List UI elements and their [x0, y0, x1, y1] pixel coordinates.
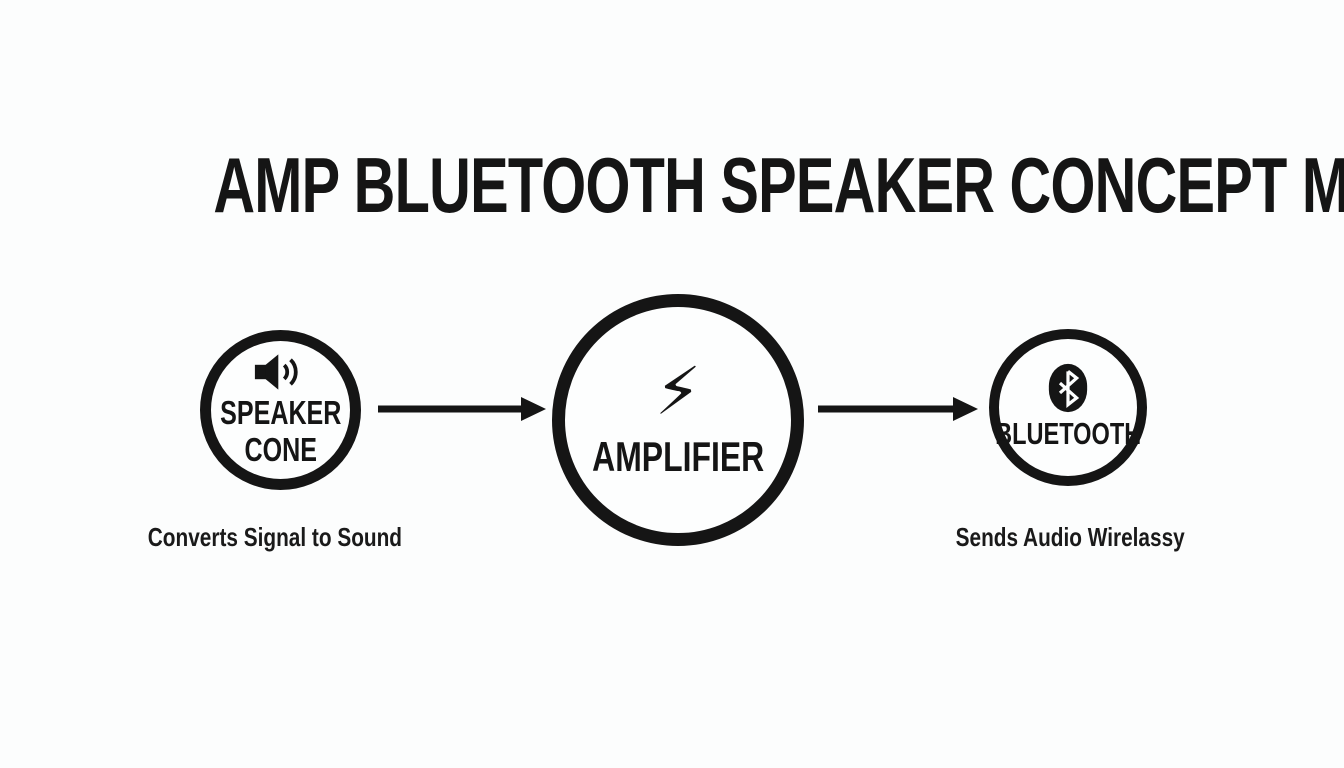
- bluetooth-icon: [1048, 364, 1088, 413]
- caption-bluetooth: Sends Audio Wirelassy: [955, 522, 1185, 552]
- node-bluetooth: BLUETOOTH: [989, 329, 1147, 486]
- node-amplifier: ⚡ AMPLIFIER: [552, 294, 804, 546]
- speaker-icon: [254, 353, 298, 390]
- node-label-amplifier: AMPLIFIER: [592, 433, 765, 481]
- caption-speaker-cone: Converts Signal to Sound: [147, 522, 403, 552]
- node-label-speaker-cone: SPEAKER CONE: [219, 393, 342, 468]
- node-label-bluetooth: BLUETOOTH: [994, 416, 1142, 452]
- page-title: AMP BLUETOOTH SPEAKER CONCEPT MAP: [213, 141, 1344, 230]
- node-speaker-cone: SPEAKER CONE: [200, 330, 361, 490]
- arrow-speaker-to-amplifier-icon: [378, 397, 546, 421]
- arrow-amplifier-to-bluetooth-icon: [818, 397, 978, 421]
- lightning-bolt-icon: ⚡: [654, 353, 702, 431]
